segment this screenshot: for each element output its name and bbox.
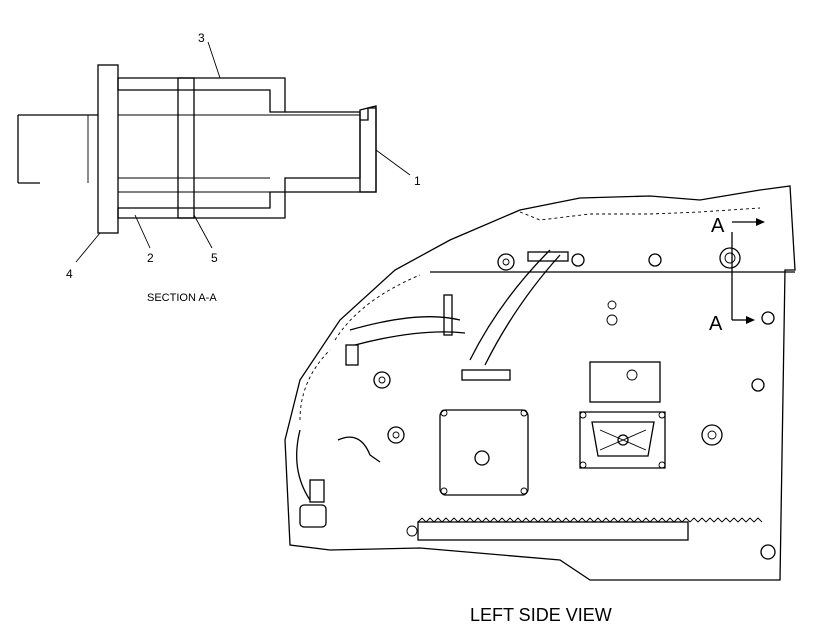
fitting-bar (527, 251, 569, 262)
connector-plate (579, 411, 666, 469)
leader-3 (207, 41, 221, 79)
module-left-screw-1 (440, 409, 448, 417)
boss-7 (387, 426, 405, 444)
part-4-plate (97, 64, 119, 234)
callout-1: 1 (414, 174, 421, 188)
callout-3: 3 (198, 31, 205, 45)
boss-1 (497, 253, 515, 271)
connector-x-2 (599, 429, 647, 451)
hose-1 (469, 249, 551, 361)
connector-screw-4 (658, 461, 666, 469)
section-marker-top: A (711, 215, 725, 237)
boss-3 (648, 253, 662, 267)
sensor-neck (309, 479, 325, 503)
boss-10 (760, 544, 776, 560)
boss-7-hole (392, 431, 400, 439)
leader-4 (75, 232, 101, 263)
leader-5 (193, 214, 213, 249)
view-title: LEFT SIDE VIEW (470, 605, 612, 625)
connector-face (591, 421, 655, 457)
part-5-spacer (177, 77, 195, 219)
part-2-housing-bottom (117, 191, 286, 219)
section-marker-bottom: A (709, 313, 723, 335)
section-title: SECTION A-A (147, 292, 217, 304)
connector-housing (589, 361, 661, 403)
rail-teeth (417, 517, 763, 523)
boss-5 (761, 311, 775, 325)
fitting-vertical (443, 294, 453, 336)
part-3-housing-top (117, 77, 286, 113)
bolt-3 (626, 369, 638, 381)
connector-screw-3 (579, 461, 587, 469)
leader-2 (134, 214, 151, 249)
section-arrow-top-head (756, 218, 765, 226)
module-left-knob (474, 450, 490, 466)
wire-left (296, 429, 311, 501)
tube-lower (354, 331, 466, 346)
hose-2 (484, 254, 561, 366)
boss-2 (571, 253, 585, 267)
module-left-screw-4 (520, 487, 528, 495)
module-left-screw-3 (440, 487, 448, 495)
connector-center (617, 434, 629, 446)
side-dash-lower (299, 349, 331, 421)
wire-right (337, 436, 381, 463)
leader-1 (375, 149, 411, 176)
rail (417, 521, 689, 541)
boss-1-hole (502, 258, 510, 266)
boss-8 (701, 424, 723, 446)
boss-6-hole (378, 376, 386, 384)
module-left (439, 409, 529, 496)
callout-2: 2 (147, 251, 154, 265)
boss-9 (751, 378, 765, 392)
part-1-shaft (284, 107, 377, 193)
section-arrow-bottom-head (746, 316, 755, 324)
callout-5: 5 (211, 251, 218, 265)
connector-screw-2 (658, 411, 666, 419)
callout-4: 4 (66, 267, 73, 281)
boss-6 (373, 371, 391, 389)
sensor-bottom (299, 504, 327, 528)
boss-4-hole (724, 252, 736, 264)
connector-screw-1 (579, 411, 587, 419)
boss-8-hole (707, 430, 717, 440)
tube-upper (349, 316, 461, 331)
side-dash-upper (334, 274, 421, 341)
part-1-shaft-hatch (359, 105, 377, 193)
boss-4 (719, 247, 741, 269)
section-a-a-view: 3 1 4 2 5 SECTION A-A (17, 31, 421, 304)
housing-outline (284, 185, 796, 581)
bolt-1 (607, 300, 617, 310)
fitting-clip (345, 344, 359, 366)
module-left-screw-2 (520, 409, 528, 417)
bolt-2 (606, 314, 618, 326)
left-side-view: A A LEFT SIDE VIEW (284, 185, 796, 625)
rail-end-left (406, 525, 418, 537)
module-left-bracket (461, 369, 511, 381)
